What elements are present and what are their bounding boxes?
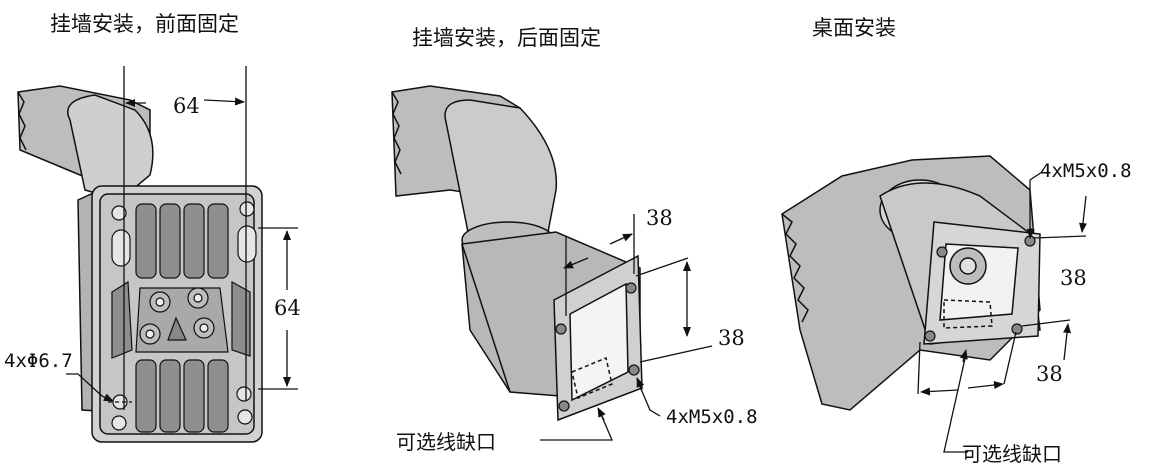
panel3-robot-arm	[781, 155, 1041, 411]
panel3-thread-label: 4xM5x0.8	[1040, 160, 1132, 182]
panel2-notch-label: 可选线缺口	[396, 430, 496, 454]
panel3-dim-b: 38	[1036, 362, 1063, 386]
panel1-ribs	[111, 203, 251, 433]
panel1-slots	[111, 201, 257, 431]
panel2-bolts	[555, 282, 640, 412]
panel2-title: 挂墙安装，后面固定	[412, 26, 601, 50]
panel2-dim-lines	[540, 214, 713, 441]
panel1-dim-horizontal: 64	[173, 94, 200, 118]
panel1-dim-vertical: 64	[274, 296, 301, 320]
panel1-center-hub	[135, 287, 229, 353]
panel3-dim-lines	[917, 171, 1087, 453]
panel2-robot-arm	[391, 85, 643, 422]
panel2-thread-label: 4xM5x0.8	[666, 406, 758, 428]
panel2-dim-b: 38	[718, 326, 745, 350]
panel1-hole-label: 4xΦ6.7	[4, 350, 73, 372]
panel2-dim-a: 38	[646, 206, 673, 230]
panel1-dim-lines	[66, 66, 298, 410]
panel3-notch-label: 可选线缺口	[962, 442, 1062, 466]
panel3-title: 桌面安装	[812, 16, 896, 40]
panel3-dim-a: 38	[1060, 266, 1087, 290]
panel1-title: 挂墙安装，前面固定	[50, 12, 239, 36]
